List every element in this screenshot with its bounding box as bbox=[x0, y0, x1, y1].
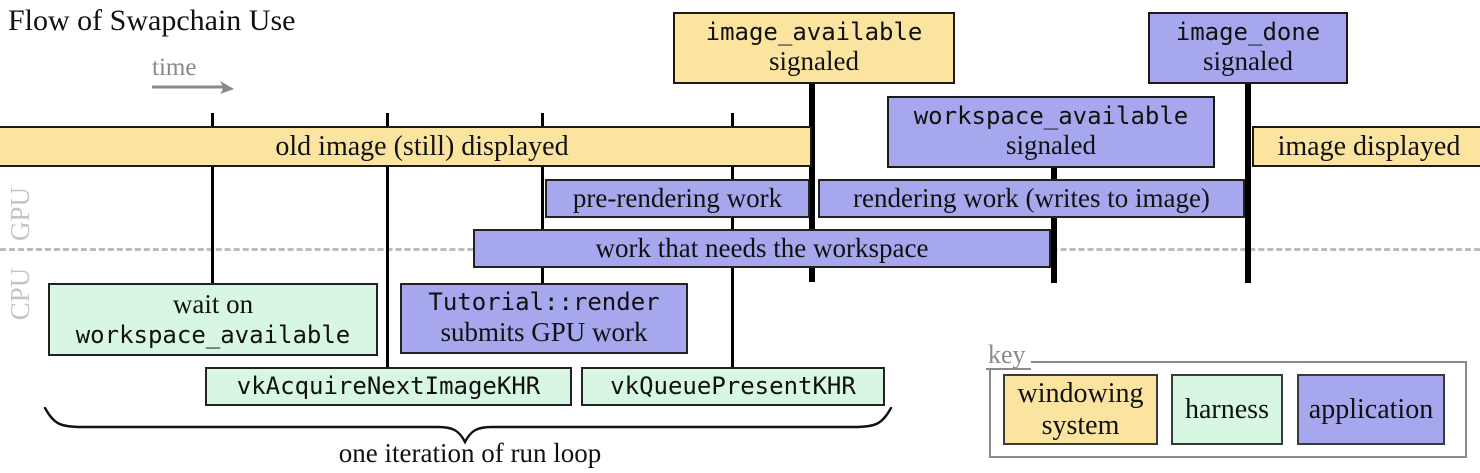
image-done-signal-line bbox=[1245, 84, 1251, 283]
legend-application-label: application bbox=[1308, 393, 1434, 425]
legend-windowing-system-label: windowing system bbox=[1017, 378, 1144, 441]
run-loop-brace bbox=[43, 406, 893, 445]
workspace-available-name: workspace_available bbox=[913, 101, 1189, 130]
time-axis-label: time bbox=[152, 54, 197, 81]
tutorial-render-line1: Tutorial::render bbox=[428, 288, 660, 317]
workspace-available-signaled-box: workspace_available signaled bbox=[887, 96, 1215, 168]
vk-queue-present-label: vkQueuePresentKHR bbox=[610, 372, 856, 401]
image-available-name: image_available bbox=[705, 17, 923, 46]
rendering-work-box: rendering work (writes to image) bbox=[818, 179, 1245, 218]
rendering-work-label: rendering work (writes to image) bbox=[853, 182, 1210, 213]
old-image-displayed-label: old image (still) displayed bbox=[275, 130, 569, 162]
workspace-work-label: work that needs the workspace bbox=[595, 232, 929, 263]
workspace-work-box: work that needs the workspace bbox=[473, 229, 1051, 268]
page-title: Flow of Swapchain Use bbox=[8, 4, 296, 37]
wait-on-workspace-box: wait on workspace_available bbox=[48, 283, 378, 356]
legend-harness-label: harness bbox=[1185, 393, 1269, 425]
legend-title: key bbox=[986, 341, 1031, 371]
tick-line-2 bbox=[386, 113, 389, 368]
pre-rendering-work-box: pre-rendering work bbox=[545, 179, 810, 218]
gpu-row-label: GPU bbox=[5, 187, 35, 242]
tutorial-render-line2: submits GPU work bbox=[440, 316, 648, 347]
image-available-signal-line bbox=[809, 83, 815, 282]
image-done-status: signaled bbox=[1203, 46, 1293, 77]
legend-item-harness: harness bbox=[1171, 374, 1283, 445]
workspace-available-status: signaled bbox=[1006, 130, 1096, 161]
image-displayed-label: image displayed bbox=[1277, 130, 1461, 162]
vk-queue-present-box: vkQueuePresentKHR bbox=[581, 367, 885, 406]
tick-line-1 bbox=[211, 113, 214, 284]
legend-item-application: application bbox=[1297, 374, 1445, 445]
image-displayed-bar: image displayed bbox=[1252, 126, 1480, 167]
cpu-row-label: CPU bbox=[5, 267, 35, 321]
legend-box bbox=[989, 361, 1467, 458]
tutorial-render-box: Tutorial::render submits GPU work bbox=[400, 283, 688, 354]
time-arrow-icon bbox=[152, 81, 234, 94]
legend-item-windowing-system: windowing system bbox=[1003, 374, 1158, 445]
workspace-available-signal-line bbox=[1051, 167, 1057, 283]
wait-on-line1: wait on bbox=[172, 289, 254, 320]
image-done-signaled-box: image_done signaled bbox=[1148, 12, 1348, 84]
pre-rendering-work-label: pre-rendering work bbox=[572, 182, 783, 213]
tick-line-3 bbox=[541, 113, 544, 284]
image-available-signaled-box: image_available signaled bbox=[673, 12, 955, 84]
run-loop-caption: one iteration of run loop bbox=[338, 438, 602, 468]
image-available-status: signaled bbox=[769, 46, 859, 77]
vk-acquire-next-image-box: vkAcquireNextImageKHR bbox=[205, 367, 572, 406]
image-done-name: image_done bbox=[1175, 17, 1321, 46]
vk-acquire-next-image-label: vkAcquireNextImageKHR bbox=[236, 372, 541, 401]
wait-on-line2: workspace_available bbox=[75, 321, 351, 350]
old-image-displayed-bar: old image (still) displayed bbox=[0, 126, 812, 167]
